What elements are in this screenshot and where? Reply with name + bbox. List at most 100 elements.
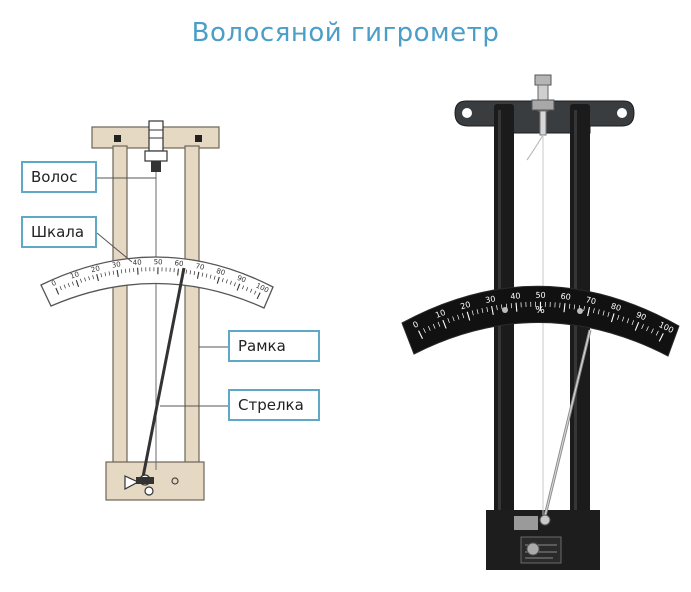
drawing-scale-tick [120,269,123,274]
photo-pivot [539,514,551,526]
photo-scale-tick-label: 40 [510,291,521,301]
drawing-scale-tick [216,276,220,284]
photo-scale-tick [602,310,605,316]
drawing-scale-tick [196,271,200,279]
drawing-scale-tick [108,271,111,276]
drawing-scale-tick [221,278,224,283]
drawing-scale-tick-label: 20 [90,264,101,274]
photo-scale-tick [501,304,503,310]
photo-scale-tick [442,319,447,329]
label-frame: Рамка [228,330,320,362]
photo-scale-tick-label: 30 [485,294,497,305]
photo-scale-tick-label: 90 [635,310,648,322]
drawing-scale-tick [75,279,80,287]
drawing-scale-tick [112,270,115,275]
photo-scale-tick [573,304,576,310]
photo-scale-tick [427,325,431,331]
photo-scale-tick [651,328,654,334]
drawing-scale-tick [241,285,245,290]
photo-scale-tick [563,303,566,313]
photo-scale-tick [423,328,426,333]
drawing-top-bolt-left [114,135,121,142]
photo-scale-tick [457,314,460,320]
photo-scale-tick [587,307,591,317]
drawing-scale-tick [104,272,107,277]
drawing-scale-tick [213,275,216,280]
drawing-frame-right [184,145,200,465]
photo-scale-tick [418,330,423,339]
drawing-screw-nut [144,150,168,162]
photo-scale-tick [437,321,441,327]
photo-scale-tick [462,313,465,319]
drawing-screw-body [148,120,164,152]
drawing-bottom-screw [171,477,179,485]
drawing-top-bolt-right [195,135,202,142]
drawing-scale-tick-label: 80 [215,267,226,277]
drawing-scale-tick [88,276,90,281]
drawing-scale-tick [205,273,208,278]
photo-scale-tick [583,306,585,312]
drawing-scale-tick [116,269,119,278]
photo-scale-arc [401,285,680,357]
photo-scale-tick [476,309,479,315]
drawing-scale-tick [67,282,70,287]
drawing-scale-tick [229,280,232,285]
photo-scale-tick [510,303,513,309]
label-pointer: Стрелка [228,389,320,421]
photo-scale-tick [597,309,600,315]
photo-scale-tick [592,308,595,314]
drawing-scale-tick [245,286,249,291]
photo-scale-tick [658,333,664,342]
drawing-scale-tick [92,275,95,280]
drawing-scale-tick [100,273,103,278]
photo-scale-tick [447,318,450,323]
drawing-frame-left [112,145,128,465]
photo-scale-tick [466,311,471,321]
photo-scale-tick [515,302,518,312]
leader-scale [96,232,133,263]
photo-scale-tick-label: 50 [535,291,545,300]
photo-scale-tick [646,326,649,332]
drawing-scale-tick-label: 90 [236,274,247,285]
drawing-scale-tick-label: 40 [133,258,142,267]
drawing-scale-tick [80,278,82,283]
photo-scale-tick-label: 0 [411,320,420,330]
drawing-scale-tick [201,272,204,277]
photo-scale-tick [496,305,498,311]
photo-scale-tick [631,320,635,326]
photo-scale-tick-label: 60 [560,292,571,302]
drawing-pointer [141,267,186,478]
drawing-bottom-block [105,461,205,501]
photo-scale-tick [610,313,615,323]
label-hair: Волос [21,161,97,193]
drawing-scale-tick [71,281,74,286]
photo-scale-tick [471,310,474,316]
photo-scale-tick [481,307,484,314]
photo-scale-tick-label: 20 [459,300,471,311]
photo-scale-tick [617,314,620,320]
photo-scale-tick [621,316,625,322]
drawing-scale-tick [55,287,60,295]
photo-scale-tick-label: 10 [434,308,447,320]
drawing-scale-tick [96,274,99,282]
drawing-scale-tick [185,269,187,274]
photo-scale-tick [486,306,489,312]
label-scale: Шкала [21,216,97,248]
photo-scale-tick [634,322,640,331]
drawing-scale-tick [250,288,253,293]
photo-screw-top [534,74,552,86]
drawing-scale-arc [40,256,274,309]
photo-scale-tick [607,311,610,317]
photo-scale-tick [452,316,455,322]
drawing-scale-tick [189,270,192,275]
drawing-scale-tick [209,274,212,279]
photo-scale-tick [655,330,659,336]
photo-scale-tick [626,318,630,324]
drawing-scale-tick [84,277,86,282]
drawing-scale-tick [63,284,66,289]
drawing-scale-tick [193,271,196,276]
photo-scale-tick [641,324,644,329]
photo-scale-tick [432,323,436,329]
